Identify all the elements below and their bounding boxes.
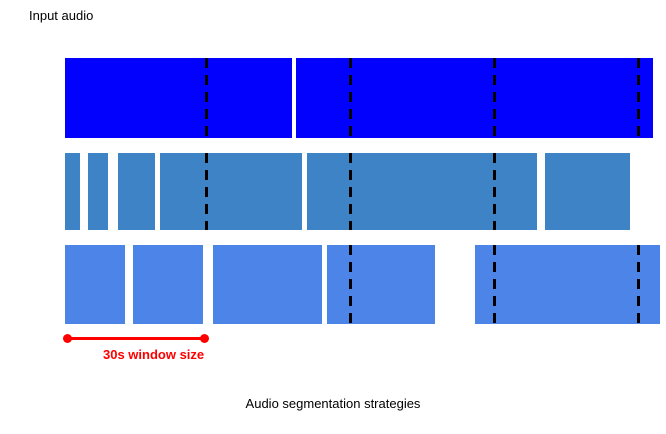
row-merged-segments [0,245,666,324]
segment-vad-segments [307,153,537,230]
segment-merged-segments [327,245,435,324]
segment-vad-segments [118,153,155,230]
window-boundary-dash [205,153,208,230]
arrow-left-dot [63,334,72,343]
figure-caption: Audio segmentation strategies [245,396,421,411]
segment-vad-segments [88,153,108,230]
segment-merged-segments [475,245,660,324]
segment-merged-segments [133,245,203,324]
window-boundary-dash [637,58,640,138]
window-boundary-dash [349,245,352,324]
window-size-label: 30s window size [103,347,205,362]
arrow-right-dot [200,334,209,343]
segment-fixed-30s-windows [296,58,653,138]
row-vad-segments [0,153,666,230]
segment-fixed-30s-windows [65,58,292,138]
segment-vad-segments [65,153,80,230]
row-fixed-30s-windows [0,58,666,138]
segment-vad-segments [545,153,630,230]
window-size-arrow [63,334,209,343]
window-boundary-dash [637,245,640,324]
segment-merged-segments [65,245,125,324]
top-left-label: Input audio [29,8,94,23]
segment-merged-segments [213,245,322,324]
window-boundary-dash [493,153,496,230]
window-boundary-dash [205,58,208,138]
window-boundary-dash [493,58,496,138]
window-boundary-dash [349,153,352,230]
window-boundary-dash [349,58,352,138]
window-boundary-dash [493,245,496,324]
segment-vad-segments [160,153,302,230]
